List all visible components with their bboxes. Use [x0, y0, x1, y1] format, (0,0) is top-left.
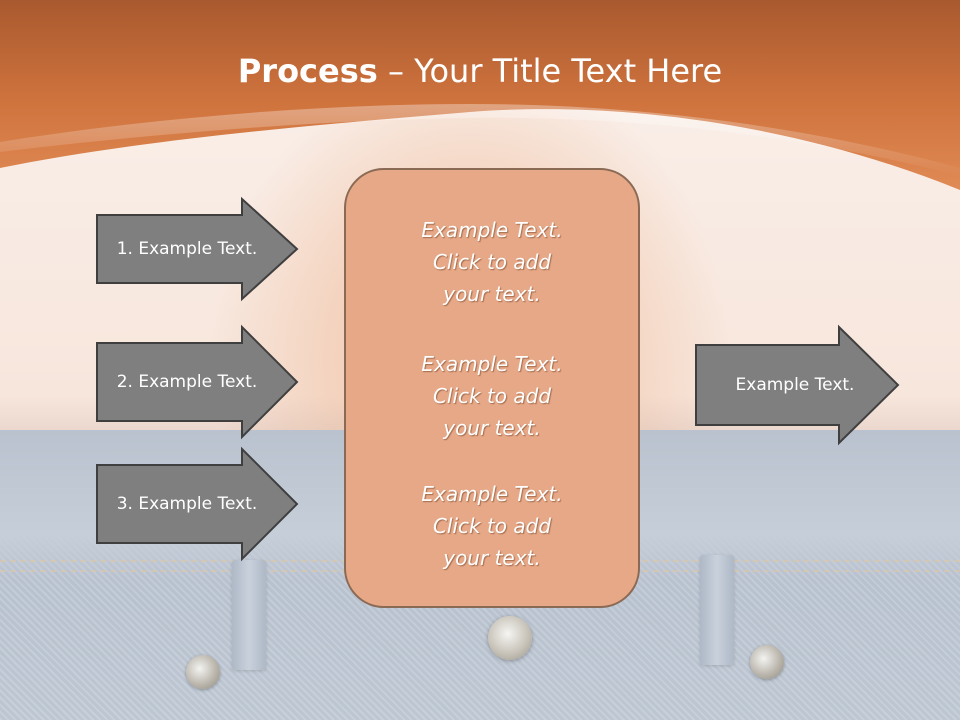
arrow-label: 2. Example Text. — [116, 372, 258, 392]
center-paragraph-2: Example Text. Click to add your text. — [421, 352, 563, 440]
arrow-label: 1. Example Text. — [116, 239, 258, 259]
jeans-rivet — [186, 655, 220, 689]
belt-loop — [232, 560, 266, 670]
process-arrow-1[interactable]: 1. Example Text. — [96, 196, 299, 302]
belt-loop — [700, 555, 734, 665]
header-band: Process – Your Title Text Here — [0, 0, 960, 200]
process-arrow-3[interactable]: 3. Example Text. — [96, 446, 299, 562]
process-arrow-2[interactable]: 2. Example Text. — [96, 324, 299, 440]
jeans-rivet — [750, 645, 784, 679]
result-arrow[interactable]: Example Text. — [695, 324, 900, 446]
slide-title[interactable]: Process – Your Title Text Here — [0, 52, 960, 90]
header-wave-shape — [0, 0, 960, 190]
title-bold-part: Process — [237, 52, 378, 90]
center-text-box[interactable]: Example Text. Click to add your text. Ex… — [344, 168, 640, 608]
center-paragraph-3: Example Text. Click to add your text. — [421, 482, 563, 570]
arrow-label: Example Text. — [735, 375, 855, 395]
center-paragraph-1: Example Text. Click to add your text. — [421, 218, 563, 306]
jeans-button — [488, 616, 532, 660]
arrow-label: 3. Example Text. — [116, 494, 258, 514]
title-rest-part: – Your Title Text Here — [377, 52, 723, 90]
